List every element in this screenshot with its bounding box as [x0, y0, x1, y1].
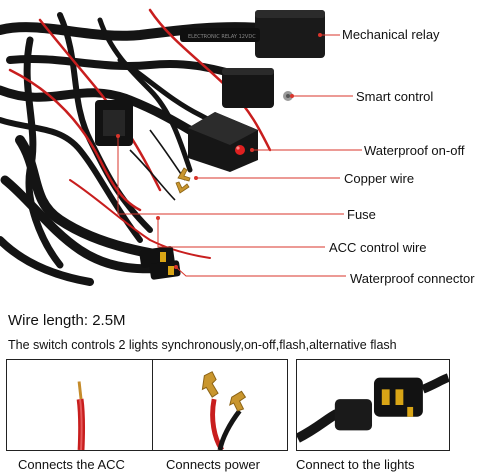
- caption-lights: Connect to the lights: [296, 457, 415, 472]
- callout-acc-control-wire: ACC control wire: [329, 240, 427, 255]
- relay-label: ELECTRONIC RELAY 12VDC: [188, 34, 256, 40]
- mechanical-relay: ELECTRONIC RELAY 12VDC: [180, 10, 325, 58]
- waterproof-connectors: [139, 246, 181, 280]
- wiring-harness-photo: ELECTRONIC RELAY 12VDC: [0, 8, 362, 286]
- waterproof-switch: [188, 112, 258, 172]
- callout-mechanical-relay: Mechanical relay: [342, 27, 440, 42]
- panel-acc-wire: [6, 359, 160, 451]
- panel-power-terminals: [152, 359, 288, 451]
- thin-black-wires: [129, 129, 186, 201]
- callout-leader-lines: [116, 33, 362, 277]
- callout-waterproof-connector: Waterproof connector: [350, 271, 475, 286]
- callout-copper-wire: Copper wire: [344, 171, 415, 186]
- smart-control-module: [222, 68, 293, 108]
- callout-smart-control: Smart control: [356, 89, 434, 104]
- callout-waterproof-on-off: Waterproof on-off: [364, 143, 465, 158]
- fuse-holder: [95, 100, 133, 146]
- red-wire-image: [76, 381, 86, 450]
- wire-length-label: Wire length: 2.5M: [8, 312, 126, 329]
- caption-acc: Connects the ACC: [18, 457, 125, 472]
- waterproof-connector-image: [297, 373, 449, 443]
- fork-terminals-image: [201, 371, 247, 450]
- panel-light-connectors: [296, 359, 450, 451]
- copper-terminals: [175, 167, 191, 194]
- caption-power: Connects power: [166, 457, 260, 472]
- switch-description: The switch controls 2 lights synchronous…: [8, 338, 397, 352]
- black-wire-bundle: [0, 12, 265, 286]
- callout-fuse: Fuse: [347, 207, 376, 222]
